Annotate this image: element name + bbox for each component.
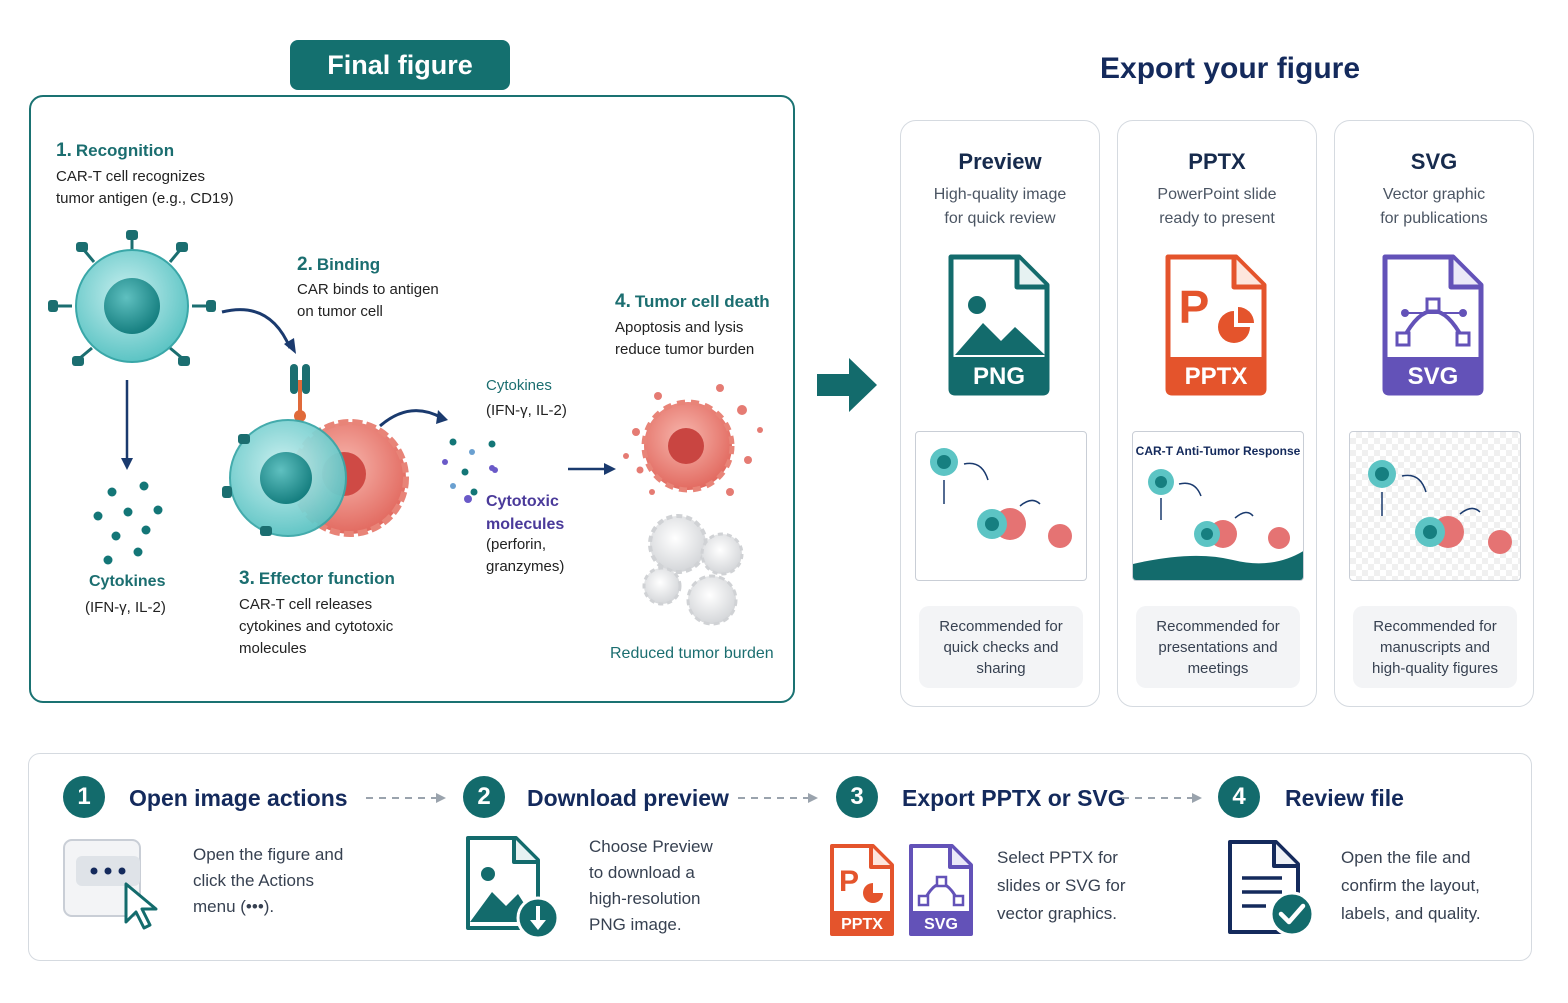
image-download-icon (466, 836, 560, 940)
dashed-arrow-icon (1122, 793, 1202, 803)
step-2-title: 2.Binding (297, 254, 381, 275)
bound-car-t-cell (222, 364, 347, 537)
workflow-step-title: Review file (1285, 785, 1404, 811)
png-file-icon: PNG (948, 254, 1050, 396)
svg-text:SVG: SVG (924, 916, 958, 933)
workflow-panel (28, 753, 1532, 961)
workflow-step-title: Open image actions (129, 785, 348, 811)
svg-thumbnail (1349, 431, 1521, 581)
svg-file-icon: SVG (1382, 254, 1484, 396)
reduced-tumor-label: Reduced tumor burden (610, 645, 774, 662)
card-title: SVG (1410, 149, 1458, 174)
step-4-title: 4.Tumor cell death (615, 291, 770, 312)
svg-text:PPTX: PPTX (841, 916, 883, 933)
card-title: Preview (958, 149, 1042, 174)
workflow-step-title: Export PPTX or SVG (902, 785, 1126, 811)
svg-text:PPTX: PPTX (1185, 363, 1248, 390)
pptx-thumbnail: CAR-T Anti-Tumor Response (1132, 431, 1304, 581)
cytokines-left-detail: (IFN-γ, IL-2) (85, 599, 166, 616)
card-title: PPTX (1188, 149, 1246, 174)
lysing-tumor-cell (623, 384, 763, 496)
cytotoxic-detail: (perforin,granzymes) (486, 536, 565, 575)
cytokine-dots-left (93, 481, 163, 565)
pptx-file-icon: P PPTX (830, 844, 894, 936)
document-check-icon (1228, 840, 1315, 937)
car-t-cell (48, 230, 216, 366)
svg-text:P: P (839, 865, 859, 898)
dead-cells (642, 514, 744, 626)
preview-thumbnail (915, 431, 1087, 581)
final-figure-panel[interactable] (29, 95, 795, 703)
svg-file-icon: SVG (909, 844, 973, 936)
workflow-step-number: 3 (836, 776, 878, 818)
car-t-illustration (48, 230, 763, 626)
export-title: Export your figure (1100, 52, 1361, 85)
cytokines-right-label: Cytokines (486, 377, 552, 394)
final-figure-tab: Final figure (290, 40, 510, 90)
actions-menu-icon (63, 839, 158, 930)
svg-text:P: P (1179, 281, 1210, 333)
dashed-arrow-icon (738, 793, 818, 803)
cytokines-left-label: Cytokines (89, 573, 166, 590)
workflow-step-number: 4 (1218, 776, 1260, 818)
step-3-title: 3.Effector function (239, 568, 395, 589)
workflow-step-number: 2 (463, 776, 505, 818)
workflow-step-number: 1 (63, 776, 105, 818)
export-arrow-icon (817, 358, 877, 412)
svg-text:SVG: SVG (1408, 363, 1459, 390)
dashed-arrow-icon (366, 793, 446, 803)
cytokines-right-detail: (IFN-γ, IL-2) (486, 402, 567, 419)
svg-text:PNG: PNG (973, 363, 1025, 390)
step-1-title: 1.Recognition (56, 140, 175, 161)
pptx-file-icon: P PPTX (1165, 254, 1267, 396)
thumbnail-title: CAR-T Anti-Tumor Response (1135, 444, 1301, 458)
workflow-step-title: Download preview (527, 785, 729, 811)
released-molecules (442, 438, 498, 503)
